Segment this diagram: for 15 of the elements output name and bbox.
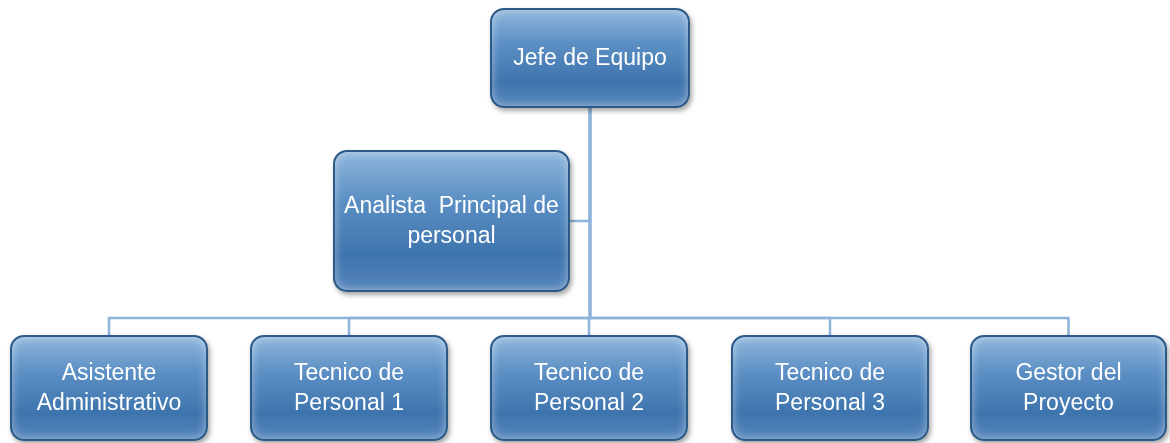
position-box xyxy=(970,335,1167,441)
connector-line xyxy=(588,108,1070,335)
position-title: Analista Principal de personal xyxy=(343,191,560,250)
position-box xyxy=(490,8,690,108)
position-box xyxy=(731,335,929,441)
position-box xyxy=(250,335,448,441)
position-box xyxy=(333,150,570,292)
position-title: Asistente Administrativo xyxy=(35,358,183,417)
position-title: Gestor del Proyecto xyxy=(1014,358,1123,417)
position-title: Jefe de Equipo xyxy=(513,43,667,73)
position-title: Tecnico de Personal 2 xyxy=(533,358,645,417)
position-box xyxy=(10,335,208,441)
position-title: Tecnico de Personal 1 xyxy=(293,358,405,417)
position-title: Tecnico de Personal 3 xyxy=(774,358,886,417)
position-box xyxy=(490,335,688,441)
